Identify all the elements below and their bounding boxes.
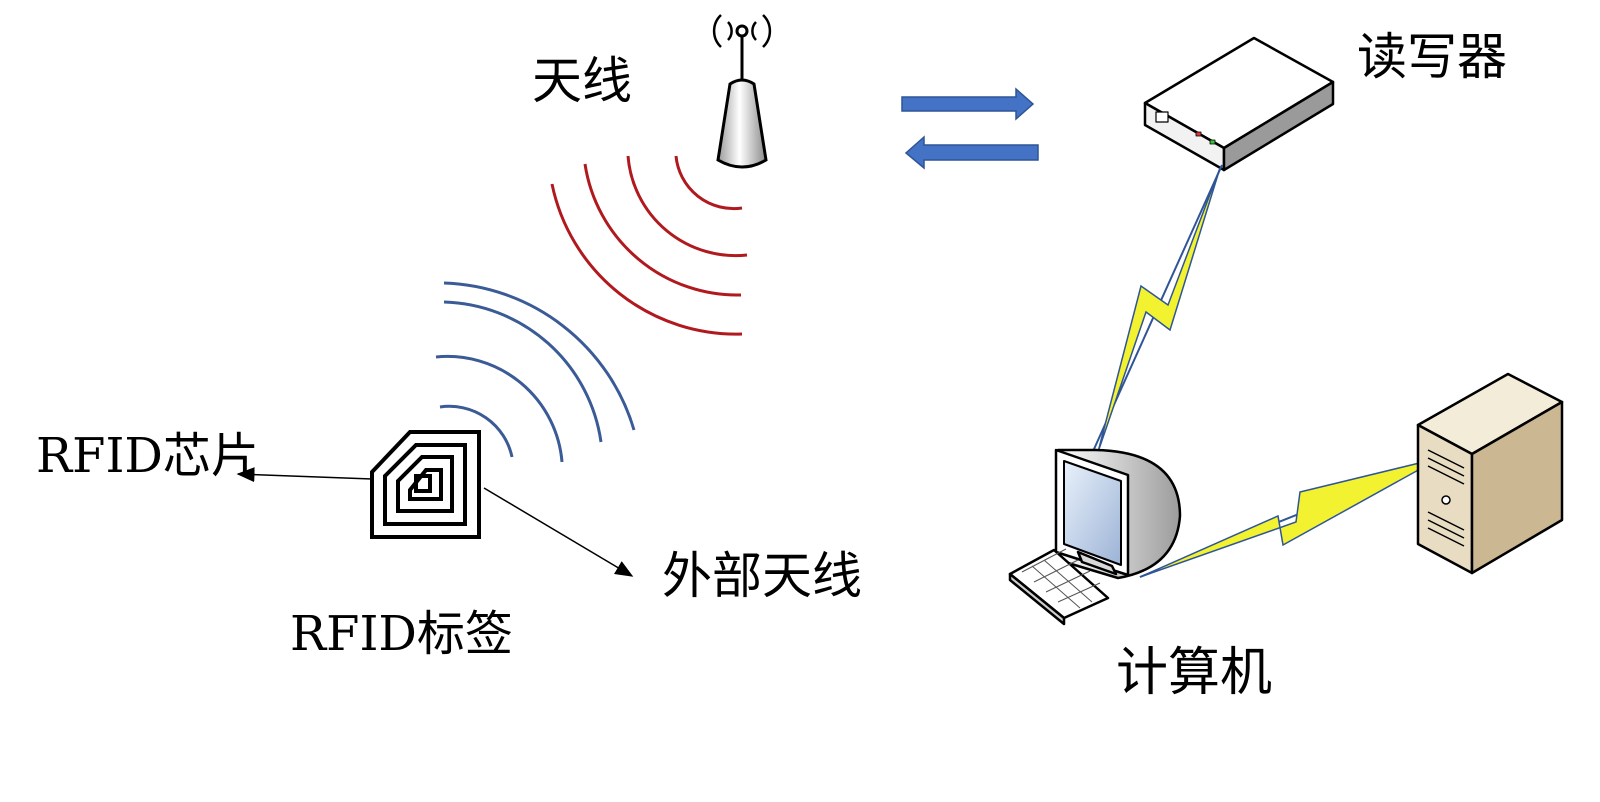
chip-pointer <box>236 467 373 483</box>
rfid-tag-icon <box>370 430 481 539</box>
computer-label: 计算机 <box>1116 643 1272 703</box>
arrow-right <box>901 87 1035 121</box>
arrow-left <box>904 135 1039 170</box>
reader-icon <box>1143 36 1335 172</box>
reader-label: 读写器 <box>1357 28 1507 86</box>
computer-server-link <box>1139 457 1441 578</box>
external-antenna-pointer <box>483 487 634 577</box>
tag-label: RFID标签 <box>290 606 513 662</box>
reader-computer-link <box>1089 164 1223 459</box>
chip-label: RFID芯片 <box>36 428 259 484</box>
server-icon <box>1416 372 1564 575</box>
tag-waves <box>435 281 636 463</box>
data-exchange-arrows <box>901 87 1039 170</box>
external-antenna-label: 外部天线 <box>662 547 862 605</box>
antenna-waves <box>550 155 748 336</box>
antenna-label: 天线 <box>532 52 632 110</box>
antenna-icon <box>712 14 772 169</box>
computer-icon <box>1008 448 1182 626</box>
